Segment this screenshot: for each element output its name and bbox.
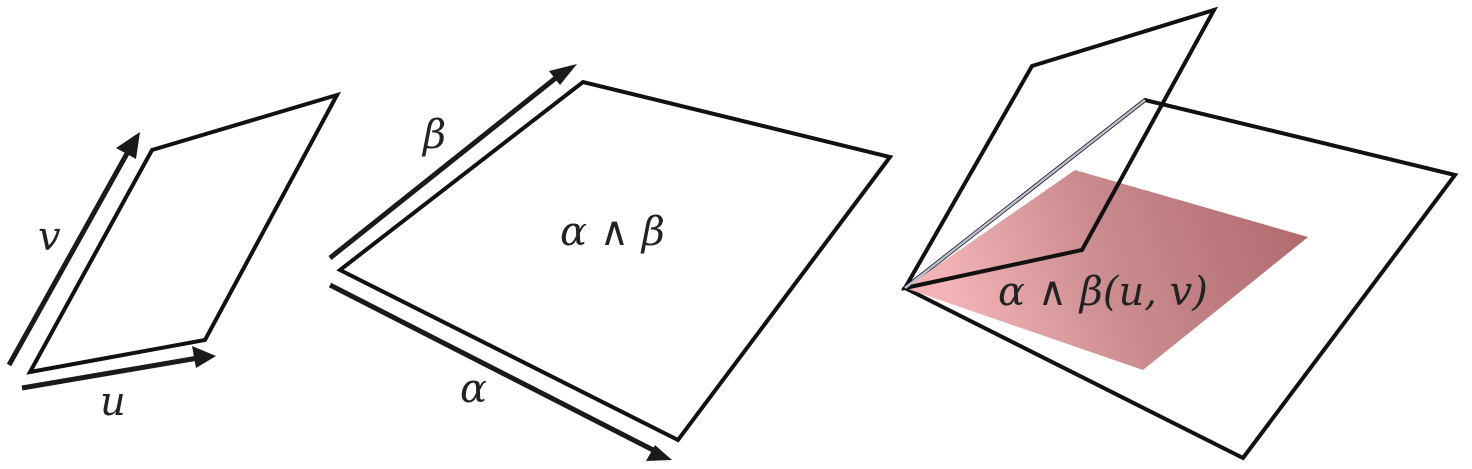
- vector-v-label: v: [38, 214, 61, 260]
- evaluation-label: α ∧ β(u, v): [998, 269, 1208, 315]
- vector-u-label: u: [100, 379, 126, 425]
- vector-v-arrow: [6, 132, 140, 367]
- covector-plane: [336, 79, 894, 443]
- covector-beta-label: β: [421, 112, 446, 158]
- vector-plane-3: [901, 6, 1219, 291]
- vector-u-arrow: [21, 346, 216, 391]
- panel-covectors: β α α ∧ β: [328, 64, 894, 461]
- wedge-label: α ∧ β: [560, 209, 665, 255]
- covector-alpha-arrow: [328, 282, 672, 461]
- hidden-plane-edge: [904, 99, 1146, 289]
- covector-alpha-label: α: [460, 366, 487, 412]
- panel-vectors: v u: [6, 91, 342, 425]
- projection-shadow: [905, 170, 1308, 370]
- vector-parallelogram: [26, 91, 342, 375]
- covector-beta-arrow: [328, 64, 577, 260]
- panel-evaluation: α ∧ β(u, v): [901, 6, 1459, 461]
